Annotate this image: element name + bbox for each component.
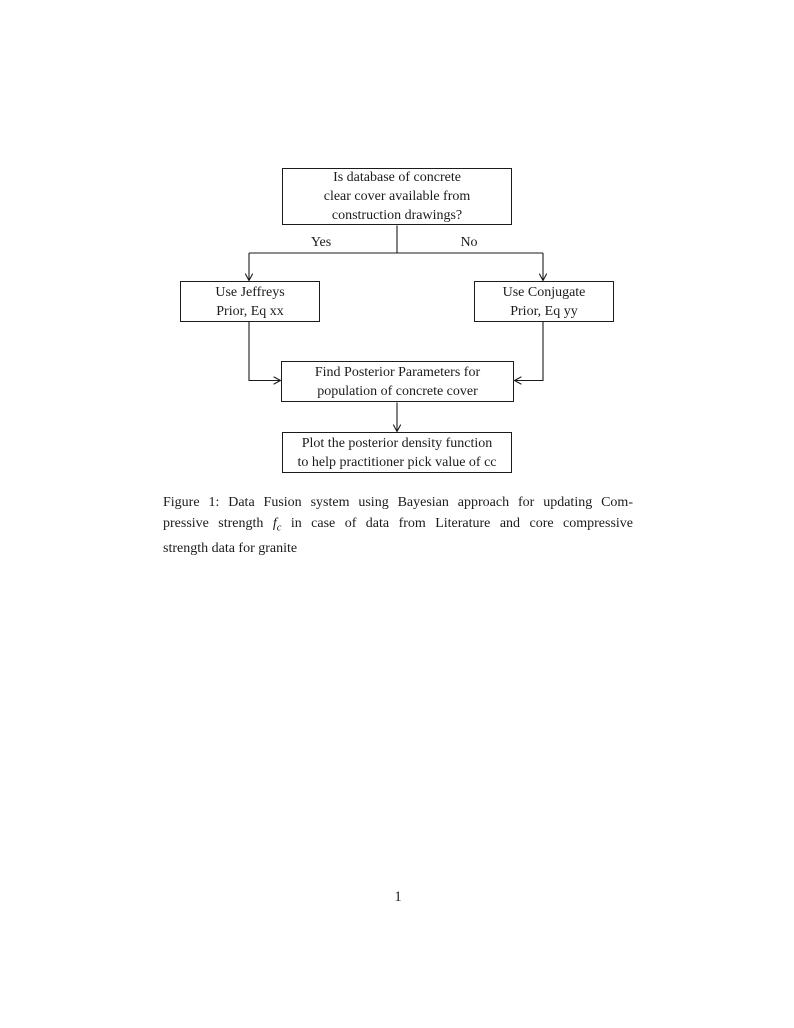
plot-node-label: Plot the posterior density function to h… (297, 435, 497, 470)
flowchart-node-posterior-parameters: Find Posterior Parameters for population… (281, 361, 514, 402)
caption-line-3: strength data for granite (163, 540, 298, 556)
page-number: 1 (394, 889, 402, 905)
math-fc-symbol: fc (272, 515, 282, 534)
decision-node-label: Is database of concrete clear cover avai… (323, 170, 471, 223)
edge-no-arrow (538, 253, 548, 282)
edge-posterior-to-plot (392, 402, 402, 433)
posterior-node-label: Find Posterior Parameters for population… (314, 364, 481, 399)
edge-yes-arrow (244, 253, 254, 282)
caption-line-2: pressive strength fc in case of data fro… (163, 514, 633, 539)
conjugate-node-label: Use Conjugate Prior, Eq yy (502, 284, 586, 319)
edge-decision-split (249, 225, 543, 254)
flowchart-node-jeffreys-prior: Use Jeffreys Prior, Eq xx (180, 281, 320, 322)
caption-line-2-text-before: pressive strength (163, 515, 264, 531)
flowchart-node-plot-density: Plot the posterior density function to h… (282, 432, 512, 473)
edge-jeffreys-to-posterior (248, 322, 282, 385)
edge-label-yes: Yes (310, 235, 332, 250)
caption-line-2-text-after: in case of data from Literature and core… (290, 515, 633, 531)
figure-caption: Figure 1: Data Fusion system using Bayes… (163, 493, 633, 559)
math-fc-subscript: c (276, 522, 282, 534)
caption-line-1: Figure 1: Data Fusion system using Bayes… (163, 495, 633, 510)
flowchart-node-conjugate-prior: Use Conjugate Prior, Eq yy (474, 281, 614, 322)
edge-conjugate-to-posterior (513, 322, 544, 385)
edge-label-no: No (460, 235, 478, 250)
jeffreys-node-label: Use Jeffreys Prior, Eq xx (215, 284, 285, 319)
flowchart-node-decision: Is database of concrete clear cover avai… (282, 168, 512, 225)
